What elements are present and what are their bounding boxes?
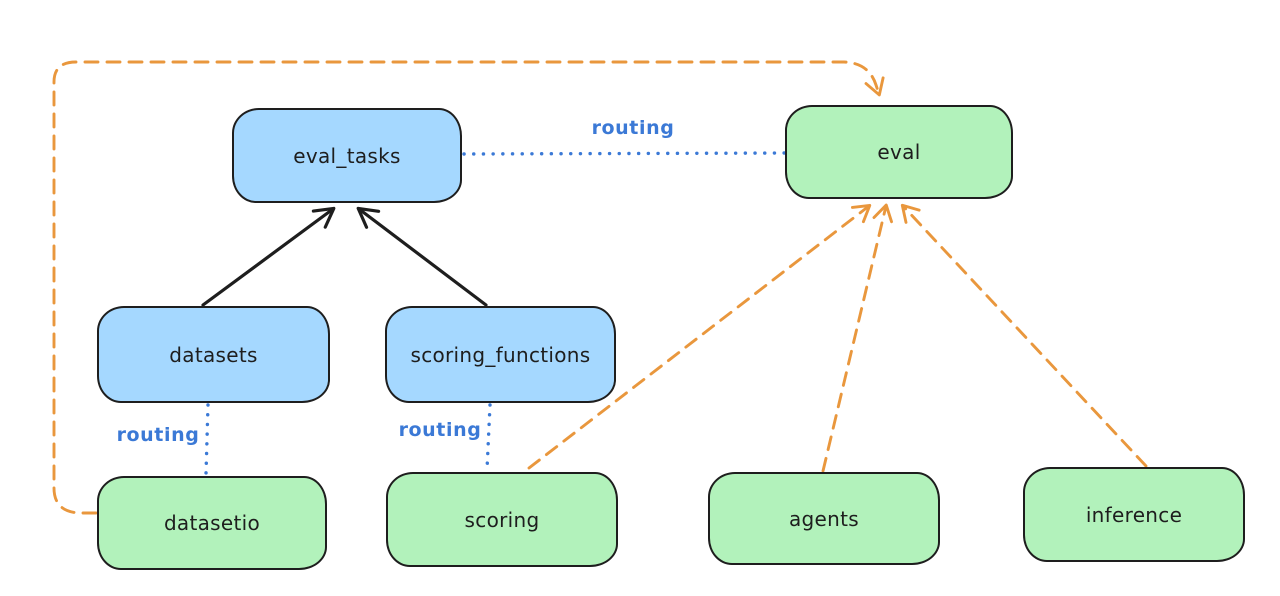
node-eval: eval — [785, 105, 1013, 199]
node-label: datasetio — [163, 511, 261, 535]
edge-inference-to-eval — [900, 203, 1148, 468]
edge-agents-to-eval — [821, 203, 893, 473]
edge-label-routing-eval-tasks-eval: routing — [591, 117, 675, 139]
node-label: eval — [877, 140, 921, 164]
edge-datasetio-to-eval-loop — [52, 60, 885, 515]
node-label: eval_tasks — [293, 143, 401, 168]
edge-scoring-functions-to-scoring-routing — [485, 403, 492, 472]
node-label: agents — [789, 506, 859, 531]
edge-label-routing-datasets-datasetio: routing — [116, 424, 200, 446]
node-agents: agents — [708, 472, 940, 565]
node-scoring: scoring — [386, 472, 618, 567]
node-label: inference — [1085, 502, 1183, 527]
node-label: datasets — [169, 342, 258, 367]
edge-label-routing-scoring-functions-scoring: routing — [398, 419, 482, 441]
node-inference: inference — [1023, 467, 1245, 562]
node-scoring-functions: scoring_functions — [385, 306, 616, 403]
edge-eval-tasks-to-eval-routing — [462, 151, 788, 156]
edge-scoring-to-eval — [527, 203, 872, 470]
node-datasetio: datasetio — [97, 476, 327, 570]
edge-datasets-to-eval-tasks — [201, 206, 336, 307]
node-eval-tasks: eval_tasks — [232, 108, 462, 203]
node-label: scoring — [464, 507, 540, 532]
edge-scoring-functions-to-eval-tasks — [356, 206, 488, 307]
node-label: scoring_functions — [410, 342, 591, 367]
node-datasets: datasets — [97, 306, 330, 403]
edge-datasets-to-datasetio-routing — [204, 403, 210, 476]
